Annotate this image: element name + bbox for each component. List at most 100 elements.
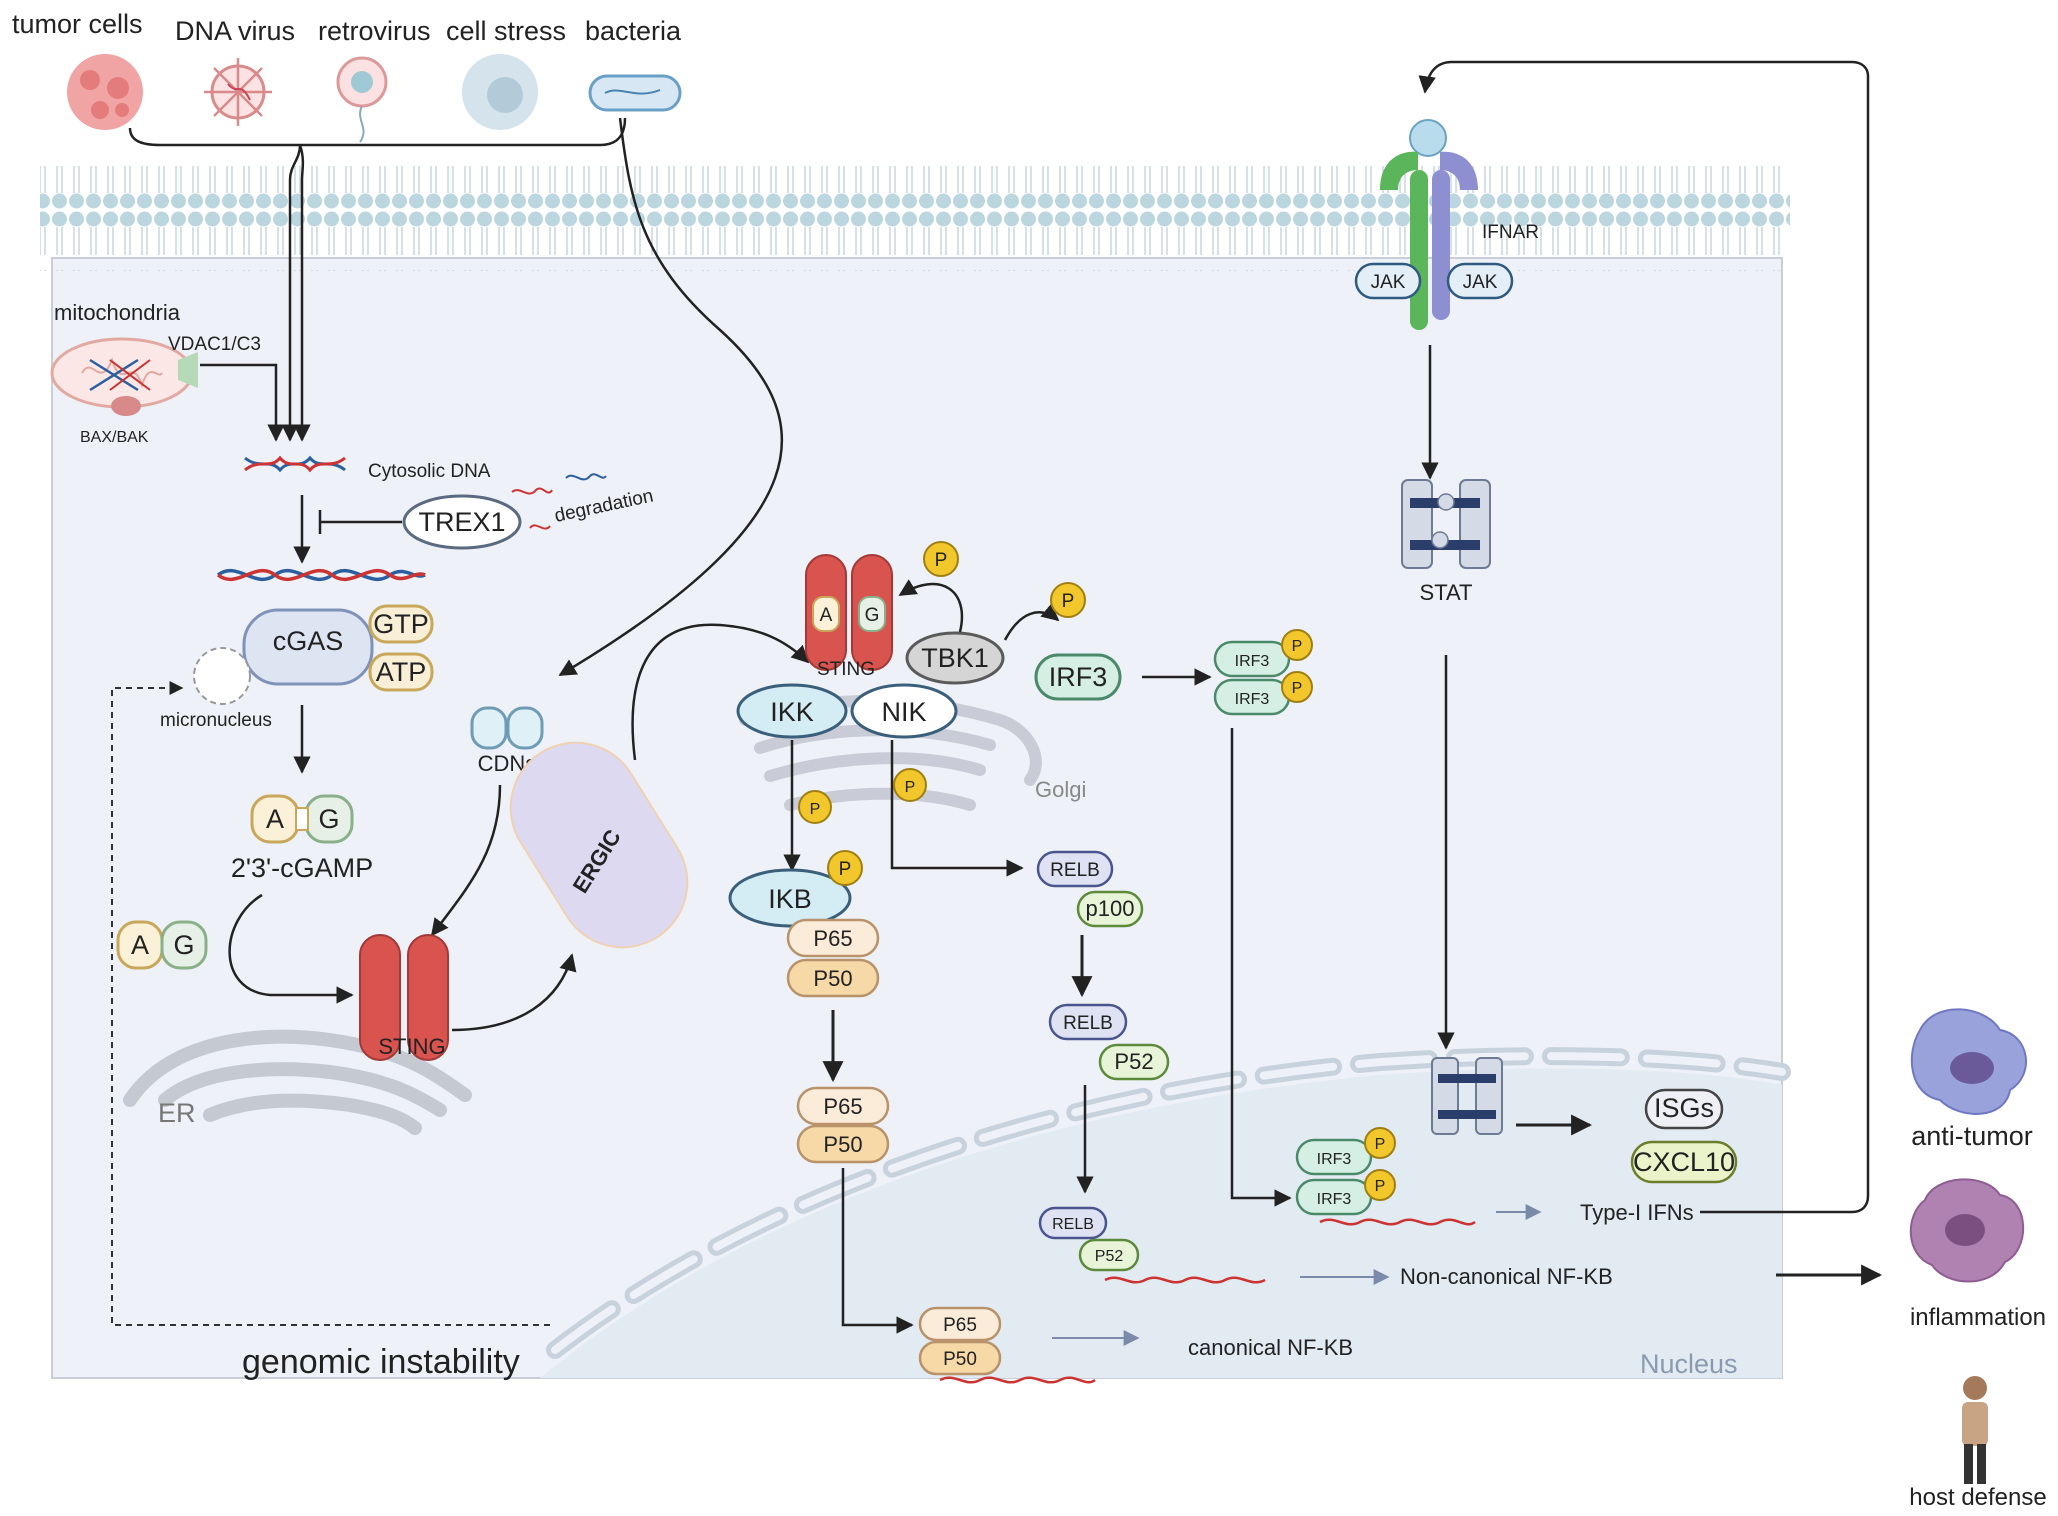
svg-text:P: P bbox=[839, 859, 852, 880]
stat-label: STAT bbox=[1420, 580, 1473, 605]
jak-right-node bbox=[1446, 262, 1514, 300]
degraded-dna-icon bbox=[511, 473, 607, 530]
svg-text:P52: P52 bbox=[1095, 1248, 1124, 1265]
svg-text:P: P bbox=[905, 779, 916, 796]
tbk1-to-sting-arrow bbox=[898, 579, 964, 633]
free-cgamp-icon: A G bbox=[116, 920, 208, 970]
phospho-irf3-cyto: P bbox=[1050, 582, 1086, 618]
svg-text:IRF3: IRF3 bbox=[1317, 1151, 1352, 1168]
stat-dimer-icon bbox=[1401, 479, 1491, 569]
cgas-bound-dna-icon bbox=[216, 568, 426, 582]
phospho-nik: P bbox=[893, 768, 927, 802]
cell-stress-icon bbox=[462, 54, 538, 130]
cdns-to-sting-arrow bbox=[430, 784, 502, 937]
svg-text:P52: P52 bbox=[1114, 1049, 1153, 1074]
ergic-node bbox=[509, 741, 689, 949]
anti-tumor-label: anti-tumor bbox=[1911, 1121, 2033, 1151]
svg-text:p100: p100 bbox=[1086, 896, 1135, 921]
nik-to-relb-arrow bbox=[890, 740, 1024, 877]
er-icon bbox=[123, 1029, 472, 1135]
trex1-label: TREX1 bbox=[418, 507, 505, 537]
macrophage-icon bbox=[1910, 1008, 2027, 1115]
relb-p52-nuclear: RELB P52 bbox=[1038, 1206, 1266, 1284]
mitochondria-icon bbox=[50, 337, 198, 416]
svg-text:RELB: RELB bbox=[1063, 1013, 1113, 1034]
relb-p100-complex: RELB p100 bbox=[1036, 850, 1144, 928]
tbk1-node bbox=[905, 631, 1005, 685]
sting-er-label: STING bbox=[378, 1034, 445, 1059]
bacteria-icon bbox=[588, 74, 682, 112]
svg-text:A: A bbox=[266, 804, 284, 834]
cgamp-to-sting-arrow bbox=[228, 893, 354, 1004]
irf3-to-nucleus-arrow bbox=[1230, 728, 1292, 1207]
cgas-node bbox=[242, 608, 374, 686]
svg-text:P: P bbox=[1292, 680, 1303, 697]
cgamp-label: 2'3'-cGAMP bbox=[231, 853, 373, 883]
isgs-node bbox=[1644, 1088, 1724, 1130]
isgs-label: ISGs bbox=[1654, 1093, 1714, 1123]
svg-text:IRF3: IRF3 bbox=[1235, 691, 1270, 708]
bax-bak-label: BAX/BAK bbox=[80, 429, 149, 446]
ergic-to-golgi-arrow bbox=[631, 623, 810, 761]
svg-text:P: P bbox=[810, 801, 821, 818]
cytosolic-dna-icon bbox=[244, 455, 346, 473]
svg-text:P65: P65 bbox=[813, 926, 852, 951]
tumor-cells-label: tumor cells bbox=[12, 9, 143, 39]
sting-golgi-icon: A G bbox=[805, 554, 893, 671]
human-figure-icon bbox=[1962, 1376, 1988, 1484]
cxcl10-node bbox=[1630, 1140, 1738, 1184]
svg-text:A: A bbox=[820, 605, 833, 626]
retrovirus-icon bbox=[336, 56, 388, 143]
svg-text:IRF3: IRF3 bbox=[1235, 653, 1270, 670]
trex1-inhibition bbox=[318, 510, 402, 534]
bacteria-to-cdns-arrow bbox=[558, 117, 784, 677]
retrovirus-label: retrovirus bbox=[318, 16, 431, 46]
svg-text:P50: P50 bbox=[823, 1132, 862, 1157]
ikk-label: IKK bbox=[770, 697, 814, 727]
svg-text:P: P bbox=[935, 550, 948, 571]
svg-text:P50: P50 bbox=[813, 966, 852, 991]
nucleus-region bbox=[540, 1068, 1782, 1378]
ifnar-label: IFNAR bbox=[1482, 222, 1539, 243]
svg-text:G: G bbox=[318, 804, 339, 834]
svg-text:A: A bbox=[131, 930, 149, 960]
svg-text:IKB: IKB bbox=[768, 884, 812, 914]
micronucleus-label: micronucleus bbox=[160, 710, 272, 731]
nucleus-label: Nucleus bbox=[1640, 1349, 1738, 1379]
relb-p52-cyto: RELB P52 bbox=[1048, 1003, 1170, 1081]
mitochondria-label: mitochondria bbox=[54, 300, 181, 325]
tumor-cell-icon bbox=[67, 54, 143, 130]
stimuli-to-dna-arrow-2 bbox=[293, 144, 311, 442]
plasma-membrane bbox=[40, 166, 1790, 271]
vdac-label: VDAC1/C3 bbox=[168, 334, 261, 355]
inflammation-label: inflammation bbox=[1910, 1304, 2046, 1331]
cgas-label: cGAS bbox=[273, 626, 344, 656]
p65-p50-free: P65 P50 bbox=[796, 1086, 890, 1164]
golgi-label: Golgi bbox=[1035, 777, 1086, 802]
ifn-feedback-loop bbox=[1418, 60, 1870, 1214]
p65-p50-nuclear: P65 P50 bbox=[918, 1306, 1096, 1384]
sting-to-ergic-arrow bbox=[451, 953, 577, 1032]
host-defense-label: host defense bbox=[1909, 1484, 2046, 1511]
mito-to-dna-arrow bbox=[200, 363, 285, 442]
irf3-label: IRF3 bbox=[1049, 662, 1108, 692]
svg-text:P50: P50 bbox=[943, 1349, 977, 1370]
svg-text:P: P bbox=[1062, 591, 1075, 612]
svg-text:P: P bbox=[1375, 1136, 1386, 1153]
ikb-complex: IKB P P65 P50 bbox=[728, 850, 880, 998]
svg-text:P65: P65 bbox=[943, 1315, 977, 1336]
bacteria-label: bacteria bbox=[585, 16, 682, 46]
nik-label: NIK bbox=[881, 697, 926, 727]
cytosolic-dna-label: Cytosolic DNA bbox=[368, 461, 491, 482]
dna-virus-label: DNA virus bbox=[175, 16, 295, 46]
svg-text:P65: P65 bbox=[823, 1094, 862, 1119]
jak-left-node bbox=[1354, 262, 1422, 300]
noncanonical-label: Non-canonical NF-KB bbox=[1400, 1264, 1613, 1289]
svg-text:G: G bbox=[865, 605, 880, 626]
tbk1-label: TBK1 bbox=[921, 643, 989, 673]
cdns-icon bbox=[470, 706, 544, 750]
atp-node bbox=[368, 652, 434, 692]
svg-text:IRF3: IRF3 bbox=[1317, 1191, 1352, 1208]
stimuli-collector-line bbox=[128, 117, 627, 147]
type1-ifns-label: Type-I IFNs bbox=[1580, 1200, 1694, 1225]
